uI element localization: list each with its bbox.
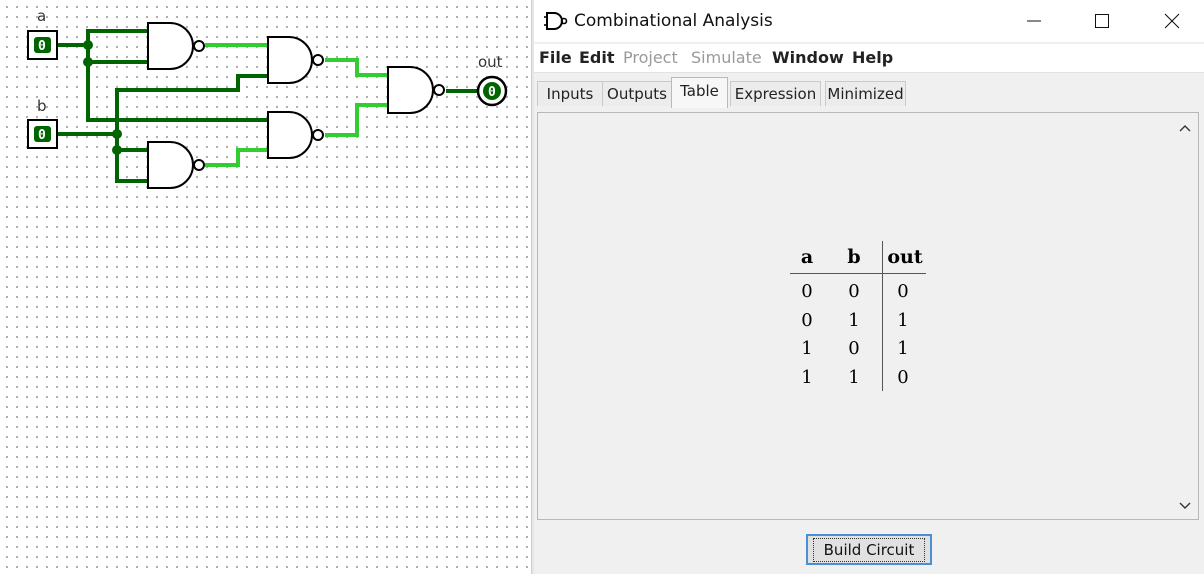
tab-outputs[interactable]: Outputs: [602, 81, 672, 106]
table-cell: 1: [848, 310, 860, 331]
output-value: 0: [488, 85, 496, 100]
input-b-label: b: [37, 97, 47, 115]
table-panel: a b out 0 0 0 0 1 1 1 0 1 1 1 0: [537, 112, 1199, 520]
input-a-label: a: [37, 7, 46, 25]
table-cell: 0: [848, 281, 860, 302]
menu-help[interactable]: Help: [852, 48, 894, 67]
circuit-drawing: a 0 b 0 out 0: [27, 7, 508, 189]
app-gate-icon: [544, 12, 568, 30]
menu-edit[interactable]: Edit: [579, 48, 615, 67]
input-a-value: 0: [38, 39, 46, 54]
menu-file[interactable]: File: [539, 48, 572, 67]
scroll-up-icon[interactable]: [1178, 123, 1192, 133]
circuit-canvas[interactable]: a 0 b 0 out 0: [0, 0, 531, 574]
table-cell: 1: [801, 338, 813, 359]
title-bar[interactable]: Combinational Analysis: [534, 0, 1204, 42]
table-cell: 0: [801, 281, 813, 302]
build-circuit-label: Build Circuit: [812, 537, 926, 562]
combinational-analysis-window: Combinational Analysis File Edit Project…: [534, 0, 1204, 574]
menu-simulate: Simulate: [691, 48, 762, 67]
tab-strip: Inputs Outputs Table Expression Minimize…: [534, 76, 1204, 108]
minimize-icon: [1027, 20, 1041, 22]
tab-expression[interactable]: Expression: [730, 81, 821, 106]
table-cell: 0: [848, 338, 860, 359]
table-header-a: a: [800, 246, 814, 268]
input-b-value: 0: [38, 128, 46, 143]
table-cell[interactable]: 1: [897, 338, 909, 359]
table-cell[interactable]: 0: [897, 281, 909, 302]
output-label: out: [478, 53, 503, 71]
maximize-icon: [1095, 14, 1109, 28]
window-title: Combinational Analysis: [574, 11, 773, 31]
window-divider: [531, 0, 535, 574]
scroll-down-icon[interactable]: [1178, 501, 1192, 511]
table-cell[interactable]: 0: [897, 367, 909, 388]
tab-inputs[interactable]: Inputs: [537, 81, 603, 106]
table-column-divider: [882, 241, 883, 391]
table-cell[interactable]: 1: [897, 310, 909, 331]
menu-bar: File Edit Project Simulate Window Help: [534, 44, 1204, 73]
tab-table[interactable]: Table: [671, 77, 728, 108]
table-header-divider: [790, 273, 926, 274]
menu-window[interactable]: Window: [772, 48, 844, 67]
build-circuit-button[interactable]: Build Circuit: [806, 534, 932, 565]
close-icon: [1164, 13, 1180, 29]
maximize-button[interactable]: [1070, 0, 1134, 42]
table-header-b: b: [847, 246, 861, 268]
minimize-button[interactable]: [1002, 0, 1066, 42]
tab-minimized[interactable]: Minimized: [825, 81, 906, 106]
menu-project: Project: [623, 48, 678, 67]
table-header-out: out: [887, 246, 923, 268]
table-cell: 1: [801, 367, 813, 388]
table-cell: 1: [848, 367, 860, 388]
close-button[interactable]: [1140, 0, 1204, 42]
table-cell: 0: [801, 310, 813, 331]
